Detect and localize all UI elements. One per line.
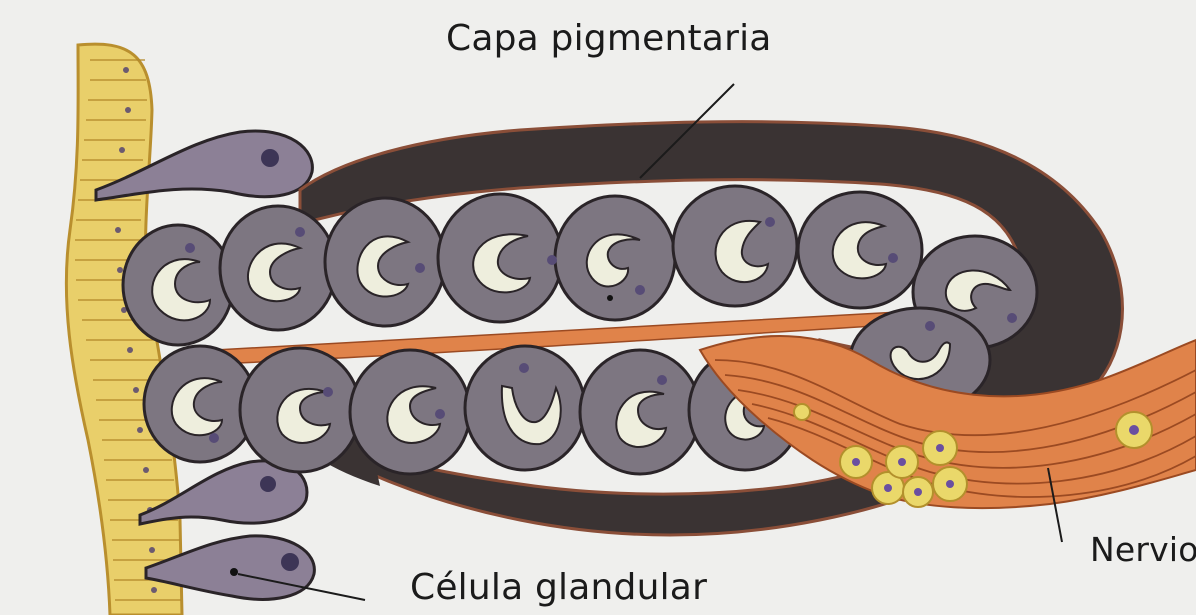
label-pigment-layer: Capa pigmentaria — [446, 18, 772, 59]
label-gland-cell: Célula glandular — [410, 567, 707, 608]
label-nerve: Nervio — [1090, 530, 1196, 569]
lower-cell-row — [144, 346, 801, 474]
